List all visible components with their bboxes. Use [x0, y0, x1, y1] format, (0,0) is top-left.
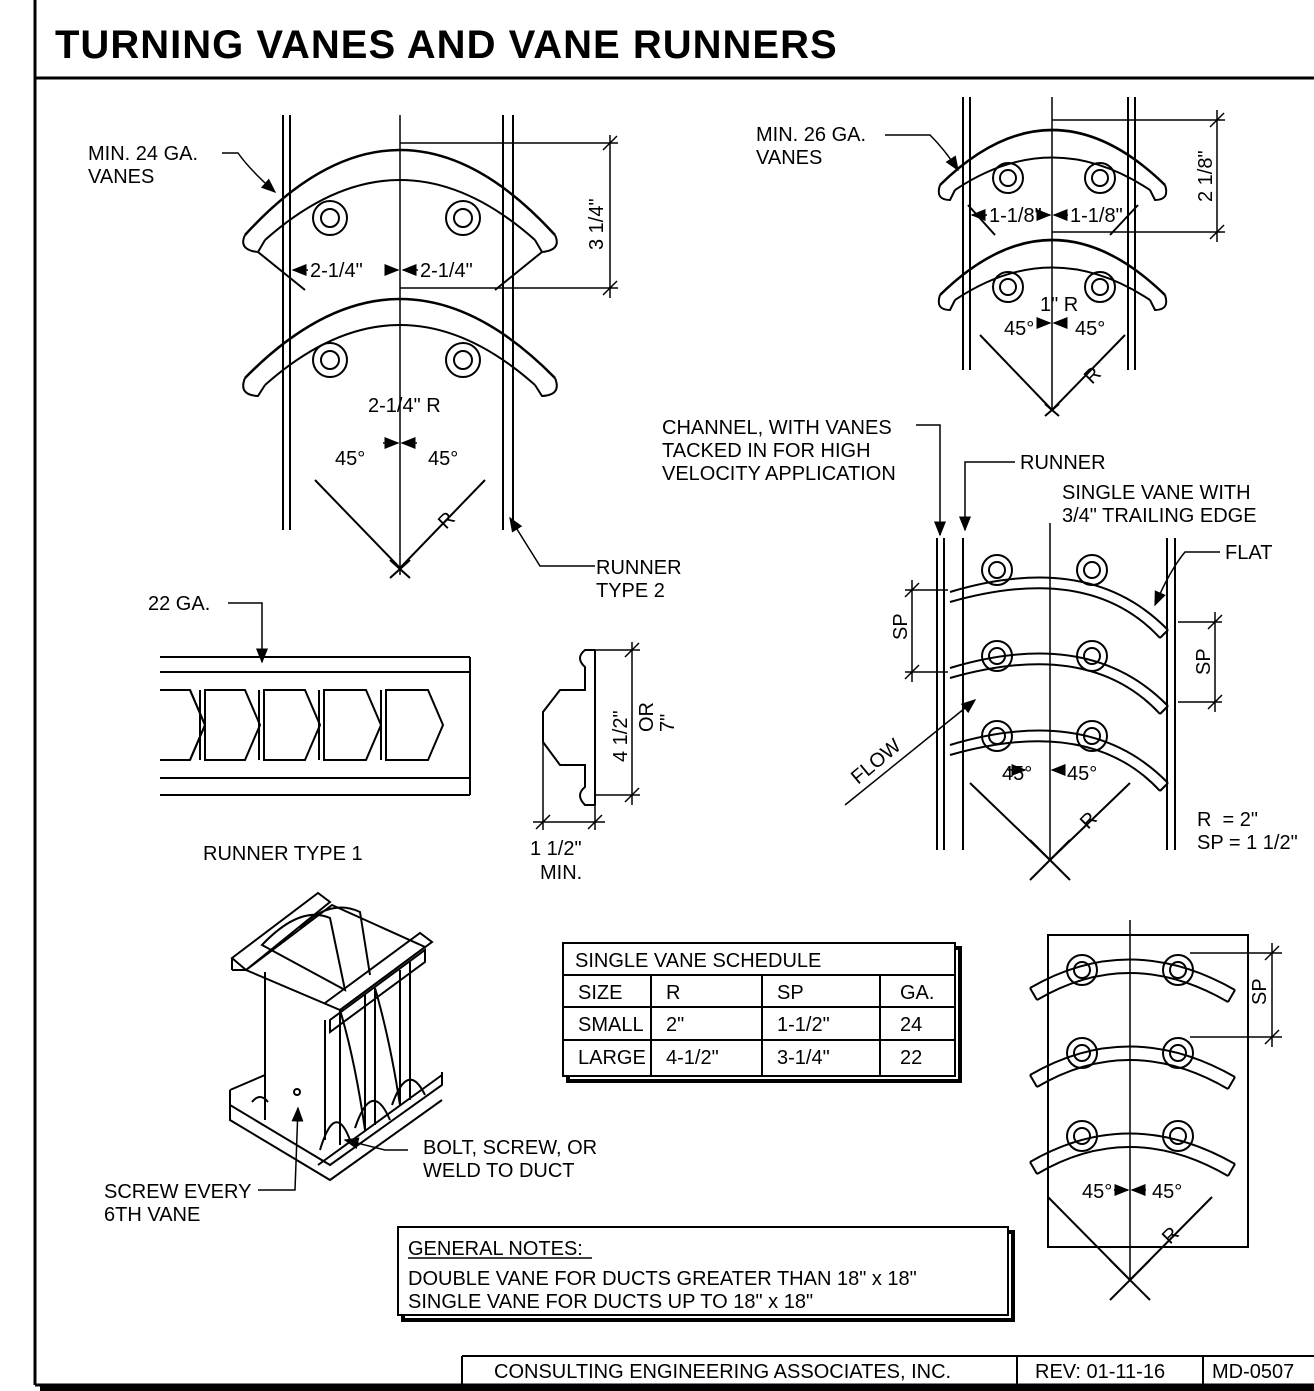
detail-a-height-dim: 3 1/4"	[586, 198, 608, 250]
runner-type-1-elevation	[160, 602, 471, 796]
detail-d-single-vane	[1029, 920, 1282, 1301]
schedule-cell: 3-1/4"	[777, 1047, 830, 1069]
drawing-title: TURNING VANES AND VANE RUNNERS	[55, 23, 838, 67]
schedule-header-size: SIZE	[578, 982, 622, 1004]
sheet-border	[33, 0, 1314, 1391]
title-block	[461, 1355, 1314, 1385]
notes-heading: GENERAL NOTES:	[408, 1238, 583, 1260]
drawing-number: MD-0507	[1212, 1361, 1294, 1383]
detail-d-sp: SP	[1249, 978, 1271, 1005]
runner-type-2-label-2: TYPE 2	[596, 580, 665, 602]
detail-c-sp-value: SP = 1 1/2"	[1197, 832, 1298, 854]
screw-label-1: SCREW EVERY	[104, 1181, 251, 1203]
detail-b-r-label: R	[1080, 363, 1106, 389]
detail-c-sp-left: SP	[890, 613, 912, 640]
detail-d-r-label: R	[1158, 1223, 1184, 1249]
schedule-header-ga: GA.	[900, 982, 934, 1004]
schedule-cell: 1-1/2"	[777, 1014, 830, 1036]
runner-type-2-label-1: RUNNER	[596, 557, 682, 579]
gauge-label: 22 GA.	[148, 593, 210, 615]
screw-label-2: 6TH VANE	[104, 1204, 200, 1226]
schedule-cell: LARGE	[578, 1047, 646, 1069]
detail-a-angle-left: 45°	[335, 448, 365, 470]
revision-date: REV: 01-11-16	[1035, 1361, 1165, 1383]
bolt-label-2: WELD TO DUCT	[423, 1160, 575, 1182]
detail-c-angle-right: 45°	[1067, 763, 1097, 785]
detail-b-double-vane	[885, 97, 1225, 417]
runner-height-dim: 4 1/2"	[610, 710, 632, 762]
schedule-cell: 4-1/2"	[666, 1047, 719, 1069]
runner-type-1-section	[533, 642, 640, 830]
company-name: CONSULTING ENGINEERING ASSOCIATES, INC.	[494, 1361, 951, 1383]
detail-b-left-dim: 1-1/8"	[989, 205, 1042, 227]
channel-label-3: VELOCITY APPLICATION	[662, 463, 896, 485]
schedule-header-sp: SP	[777, 982, 804, 1004]
bolt-label-1: BOLT, SCREW, OR	[423, 1137, 597, 1159]
schedule-cell: 24	[900, 1014, 922, 1036]
detail-b-radius-label: 1" R	[1040, 294, 1078, 316]
schedule-cell: 2"	[666, 1014, 684, 1036]
schedule-title: SINGLE VANE SCHEDULE	[575, 950, 821, 972]
vane-schedule-table	[562, 942, 962, 1083]
detail-a-radius-label: 2-1/4" R	[368, 395, 441, 417]
single-vane-label-2: 3/4" TRAILING EDGE	[1062, 505, 1257, 527]
general-notes-box	[397, 1226, 1015, 1322]
detail-d-angle-left: 45°	[1082, 1181, 1112, 1203]
detail-b-right-dim: 1-1/8"	[1070, 205, 1123, 227]
detail-c-sp-right: SP	[1193, 648, 1215, 675]
single-vane-label-1: SINGLE VANE WITH	[1062, 482, 1251, 504]
schedule-cell: 22	[900, 1047, 922, 1069]
notes-line-1: DOUBLE VANE FOR DUCTS GREATER THAN 18" x…	[408, 1268, 917, 1290]
runner-height-alt-2: 7"	[657, 714, 679, 732]
detail-d-angle-right: 45°	[1152, 1181, 1182, 1203]
schedule-header-r: R	[666, 982, 680, 1004]
runner-label: RUNNER	[1020, 452, 1106, 474]
detail-a-angle-right: 45°	[428, 448, 458, 470]
notes-line-2: SINGLE VANE FOR DUCTS UP TO 18" x 18"	[408, 1291, 813, 1313]
runner-type-1-caption: RUNNER TYPE 1	[203, 843, 363, 865]
channel-label-1: CHANNEL, WITH VANES	[662, 417, 892, 439]
detail-b-angle-left: 45°	[1004, 318, 1034, 340]
detail-b-angle-right: 45°	[1075, 318, 1105, 340]
isometric-runner-view	[229, 891, 443, 1191]
runner-height-alt-1: OR	[636, 702, 658, 732]
detail-c-r-value: R = 2"	[1197, 809, 1258, 831]
channel-label-2: TACKED IN FOR HIGH	[662, 440, 871, 462]
detail-b-vanes-label-1: MIN. 26 GA.	[756, 124, 866, 146]
detail-c-angle-left: 45°	[1002, 763, 1032, 785]
runner-width-dim: 1 1/2"	[530, 838, 582, 860]
flow-label: FLOW	[847, 735, 905, 789]
detail-a-vanes-label-1: MIN. 24 GA.	[88, 143, 198, 165]
detail-b-height-dim: 2 1/8"	[1195, 150, 1217, 202]
detail-a-left-dim: 2-1/4"	[310, 260, 363, 282]
detail-a-right-dim: 2-1/4"	[420, 260, 473, 282]
flat-label: FLAT	[1225, 542, 1272, 564]
detail-b-vanes-label-2: VANES	[756, 147, 822, 169]
detail-a-vanes-label-2: VANES	[88, 166, 154, 188]
runner-width-min: MIN.	[540, 862, 582, 884]
schedule-cell: SMALL	[578, 1014, 644, 1036]
detail-a-double-vane	[222, 115, 618, 579]
detail-c-single-vane	[844, 424, 1223, 881]
detail-c-r-label: R	[1076, 808, 1102, 834]
